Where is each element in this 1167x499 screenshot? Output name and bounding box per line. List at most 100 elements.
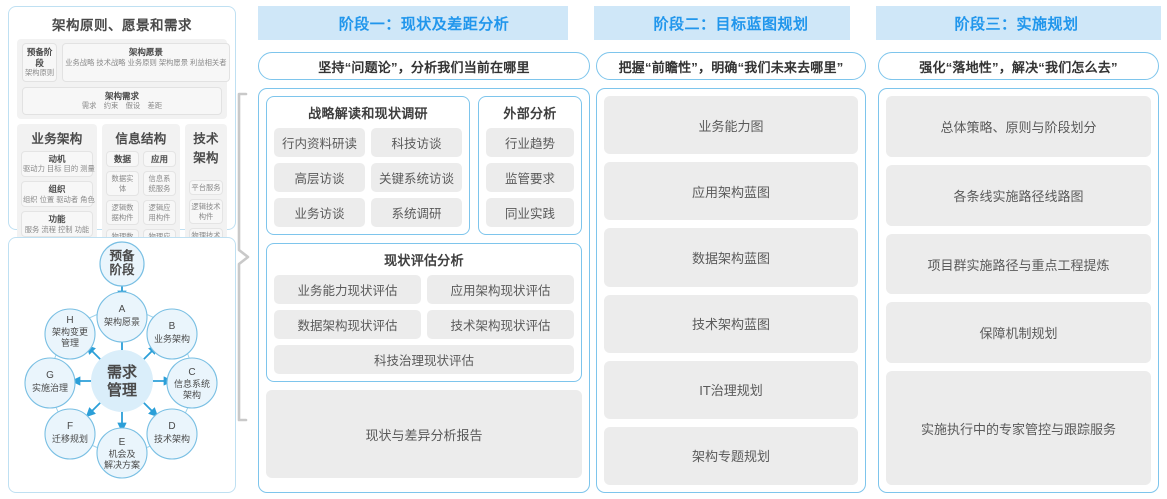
adm-node-c-letter: C bbox=[188, 367, 195, 378]
phase-1-chip-assessment-0-1[interactable]: 应用架构现状评估 bbox=[427, 275, 574, 304]
phase-1-chip-strategy-0-1[interactable]: 科技访谈 bbox=[371, 128, 462, 157]
phase-1-chip-assessment-1-0[interactable]: 数据架构现状评估 bbox=[274, 310, 421, 339]
phase-1-card-strategy-research: 战略解读和现状调研 行内资料研读 科技访谈 高层访谈 关键系统访谈 业务访谈 系… bbox=[266, 96, 470, 235]
phase-1-external-row-0: 行业趋势 bbox=[486, 128, 574, 157]
togaf-cell-requirements-sub: 需求 约束 假设 差距 bbox=[81, 101, 163, 111]
phase-1-report-label: 现状与差异分析报告 bbox=[365, 427, 483, 443]
togaf-business-motivation: 动机 驱动力 目标 目的 测量 bbox=[21, 150, 95, 177]
phase-2-item-0[interactable]: 业务能力图 bbox=[604, 96, 858, 155]
phase-3-subtitle: 强化“落地性”，解决“我们怎么去” bbox=[878, 52, 1159, 80]
adm-preliminary-line-0: 预备 bbox=[109, 248, 135, 263]
togaf-column-technology: 技术架构 平台服务 逻辑技术构件 物理技术构件 bbox=[185, 123, 227, 259]
phase-3-body: 总体策略、原则与阶段划分 各条线实施路径线路图 项目群实施路径与重点工程提炼 保… bbox=[878, 88, 1159, 493]
togaf-business-organization-head: 组织 bbox=[48, 183, 66, 194]
togaf-column-technology-title: 技术架构 bbox=[193, 131, 219, 165]
phase-1-subtitle-label: 坚持“问题论”，分析我们当前在哪里 bbox=[318, 59, 530, 75]
phase-2-item-4[interactable]: IT治理规划 bbox=[604, 360, 858, 419]
adm-node-c-line-0: 信息系统 bbox=[174, 378, 210, 389]
phase-2-item-stack: 业务能力图 应用架构蓝图 数据架构蓝图 技术架构蓝图 IT治理规划 架构专题规划 bbox=[604, 96, 858, 486]
togaf-info-app-item-1: 逻辑应用构件 bbox=[143, 200, 176, 226]
togaf-panel-title: 架构原则、愿景和需求 bbox=[52, 18, 192, 33]
adm-node-c bbox=[166, 357, 218, 409]
phase-2-item-5[interactable]: 架构专题规划 bbox=[604, 426, 858, 486]
phase-1-chip-strategy-2-0[interactable]: 业务访谈 bbox=[274, 198, 365, 227]
togaf-row-2: 架构需求 需求 约束 假设 差距 bbox=[22, 86, 222, 115]
adm-node-e-line-1: 解决方案 bbox=[104, 459, 140, 470]
adm-node-f-line-0: 迁移规划 bbox=[52, 433, 88, 444]
phase-1-chip-external-0[interactable]: 行业趋势 bbox=[486, 128, 574, 157]
adm-node-e-line-0: 机会及 bbox=[108, 448, 135, 459]
adm-node-g bbox=[24, 357, 76, 409]
phase-1-header: 阶段一：现状及差距分析 bbox=[258, 6, 590, 40]
phase-1-header-label: 阶段一：现状及差距分析 bbox=[338, 15, 510, 33]
adm-node-d bbox=[146, 408, 198, 460]
left-column: 架构原则、愿景和需求 预备阶段 架构原则 架构愿景 业务战略 技术战略 业务原则… bbox=[8, 6, 236, 493]
bracket-connector-icon bbox=[237, 92, 250, 422]
adm-cycle-svg: 预备 阶段 需求 管理 A 架构愿景 B 业务架构 C 信息系统 架构 bbox=[24, 241, 218, 479]
togaf-info-app-item-0-text: 信息系统服务 bbox=[148, 174, 171, 193]
phase-1-chip-strategy-1-0[interactable]: 高层访谈 bbox=[274, 163, 365, 192]
togaf-info-app-head: 应用 bbox=[150, 153, 168, 164]
adm-node-preliminary bbox=[99, 241, 145, 287]
adm-node-b-letter: B bbox=[169, 321, 176, 332]
togaf-column-business-title: 业务架构 bbox=[31, 131, 83, 146]
adm-node-h-line-1: 管理 bbox=[61, 337, 79, 348]
togaf-info-data-head: 数据 bbox=[113, 153, 131, 164]
phase-1-report-box[interactable]: 现状与差异分析报告 bbox=[266, 390, 582, 478]
adm-node-c-line-1: 架构 bbox=[183, 389, 201, 400]
togaf-column-information: 信息结构 数据 数据实体 逻辑数据构件 bbox=[102, 123, 180, 259]
phase-1-external-row-1: 监管要求 bbox=[486, 163, 574, 192]
phase-1-card-current-assessment: 现状评估分析 业务能力现状评估 应用架构现状评估 数据架构现状评估 技术架构现状… bbox=[266, 243, 582, 382]
phase-2-item-2[interactable]: 数据架构蓝图 bbox=[604, 228, 858, 287]
phase-1-chip-external-2[interactable]: 同业实践 bbox=[486, 198, 574, 227]
adm-node-a-letter: A bbox=[119, 304, 126, 315]
phase-1-chip-assessment-1-1[interactable]: 技术架构现状评估 bbox=[427, 310, 574, 339]
adm-cycle-panel: 预备 阶段 需求 管理 A 架构愿景 B 业务架构 C 信息系统 架构 bbox=[8, 237, 236, 493]
togaf-tech-item-1-text: 逻辑技术构件 bbox=[191, 202, 221, 221]
togaf-business-organization: 组织 组织 位置 驱动者 角色 bbox=[21, 180, 95, 208]
phase-1-chip-strategy-0-0[interactable]: 行内资料研读 bbox=[274, 128, 365, 157]
togaf-business-motivation-sub: 驱动力 目标 目的 测量 bbox=[23, 164, 95, 174]
togaf-architecture-columns: 业务架构 动机 驱动力 目标 目的 测量 组织 组织 位置 驱动者 角色 功能 bbox=[17, 123, 227, 259]
phase-3-header-label: 阶段三：实施规划 bbox=[954, 15, 1079, 33]
togaf-business-organization-sub: 组织 位置 驱动者 角色 bbox=[23, 194, 95, 204]
togaf-cell-preliminary-sub: 架构原则 bbox=[25, 68, 55, 78]
phase-3-item-4[interactable]: 实施执行中的专家管控与跟踪服务 bbox=[886, 371, 1151, 485]
togaf-info-app-item-1-text: 逻辑应用构件 bbox=[148, 203, 171, 222]
phase-3-item-stack: 总体策略、原则与阶段划分 各条线实施路径线路图 项目群实施路径与重点工程提炼 保… bbox=[886, 96, 1151, 485]
phase-1-card-external-analysis: 外部分析 行业趋势 监管要求 同业实践 bbox=[478, 96, 582, 235]
phase-3-item-2[interactable]: 项目群实施路径与重点工程提炼 bbox=[886, 233, 1151, 295]
togaf-cell-preliminary-head: 预备阶段 bbox=[26, 47, 53, 68]
phase-1-top-row: 战略解读和现状调研 行内资料研读 科技访谈 高层访谈 关键系统访谈 业务访谈 系… bbox=[266, 96, 582, 235]
phase-1-external-row-2: 同业实践 bbox=[486, 198, 574, 227]
phase-1-chip-strategy-1-1[interactable]: 关键系统访谈 bbox=[371, 163, 462, 192]
adm-node-d-line-0: 技术架构 bbox=[154, 433, 190, 444]
phase-1-chip-assessment-0-0[interactable]: 业务能力现状评估 bbox=[274, 275, 421, 304]
adm-node-a bbox=[96, 291, 148, 343]
phase-1-chip-external-1[interactable]: 监管要求 bbox=[486, 163, 574, 192]
adm-node-h bbox=[44, 308, 96, 360]
phase-1-body: 战略解读和现状调研 行内资料研读 科技访谈 高层访谈 关键系统访谈 业务访谈 系… bbox=[258, 88, 590, 493]
togaf-tech-item-1: 逻辑技术构件 bbox=[189, 199, 223, 225]
togaf-row-1: 预备阶段 架构原则 架构愿景 业务战略 技术战略 业务原则 架构愿景 利益相关者 bbox=[22, 43, 230, 82]
phase-2-item-3[interactable]: 技术架构蓝图 bbox=[604, 294, 858, 353]
adm-center-node bbox=[91, 350, 153, 412]
adm-node-d-letter: D bbox=[168, 421, 175, 432]
phase-2-item-1[interactable]: 应用架构蓝图 bbox=[604, 162, 858, 221]
adm-node-a-line-0: 架构愿景 bbox=[104, 316, 140, 327]
phase-3-subtitle-label: 强化“落地性”，解决“我们怎么去” bbox=[919, 59, 1118, 75]
phase-1-chip-assessment-2-0[interactable]: 科技治理现状评估 bbox=[274, 345, 574, 374]
togaf-business-motivation-head: 动机 bbox=[48, 153, 66, 164]
phase-3-item-0[interactable]: 总体策略、原则与阶段划分 bbox=[886, 96, 1151, 157]
phase-1-chip-strategy-2-1[interactable]: 系统调研 bbox=[371, 198, 462, 227]
phase-2-body: 业务能力图 应用架构蓝图 数据架构蓝图 技术架构蓝图 IT治理规划 架构专题规划 bbox=[596, 88, 866, 493]
togaf-cell-preliminary: 预备阶段 架构原则 bbox=[22, 43, 58, 82]
phase-chevron-1-icon bbox=[568, 6, 594, 40]
phase-3-item-1[interactable]: 各条线实施路径线路图 bbox=[886, 164, 1151, 226]
phase-1-assessment-row-2: 科技治理现状评估 bbox=[274, 345, 574, 374]
togaf-info-app-head-box: 应用 bbox=[143, 150, 176, 168]
adm-node-f-letter: F bbox=[67, 421, 73, 432]
adm-node-h-line-0: 架构变更 bbox=[52, 326, 88, 337]
phase-3-item-3[interactable]: 保障机制规划 bbox=[886, 302, 1151, 364]
